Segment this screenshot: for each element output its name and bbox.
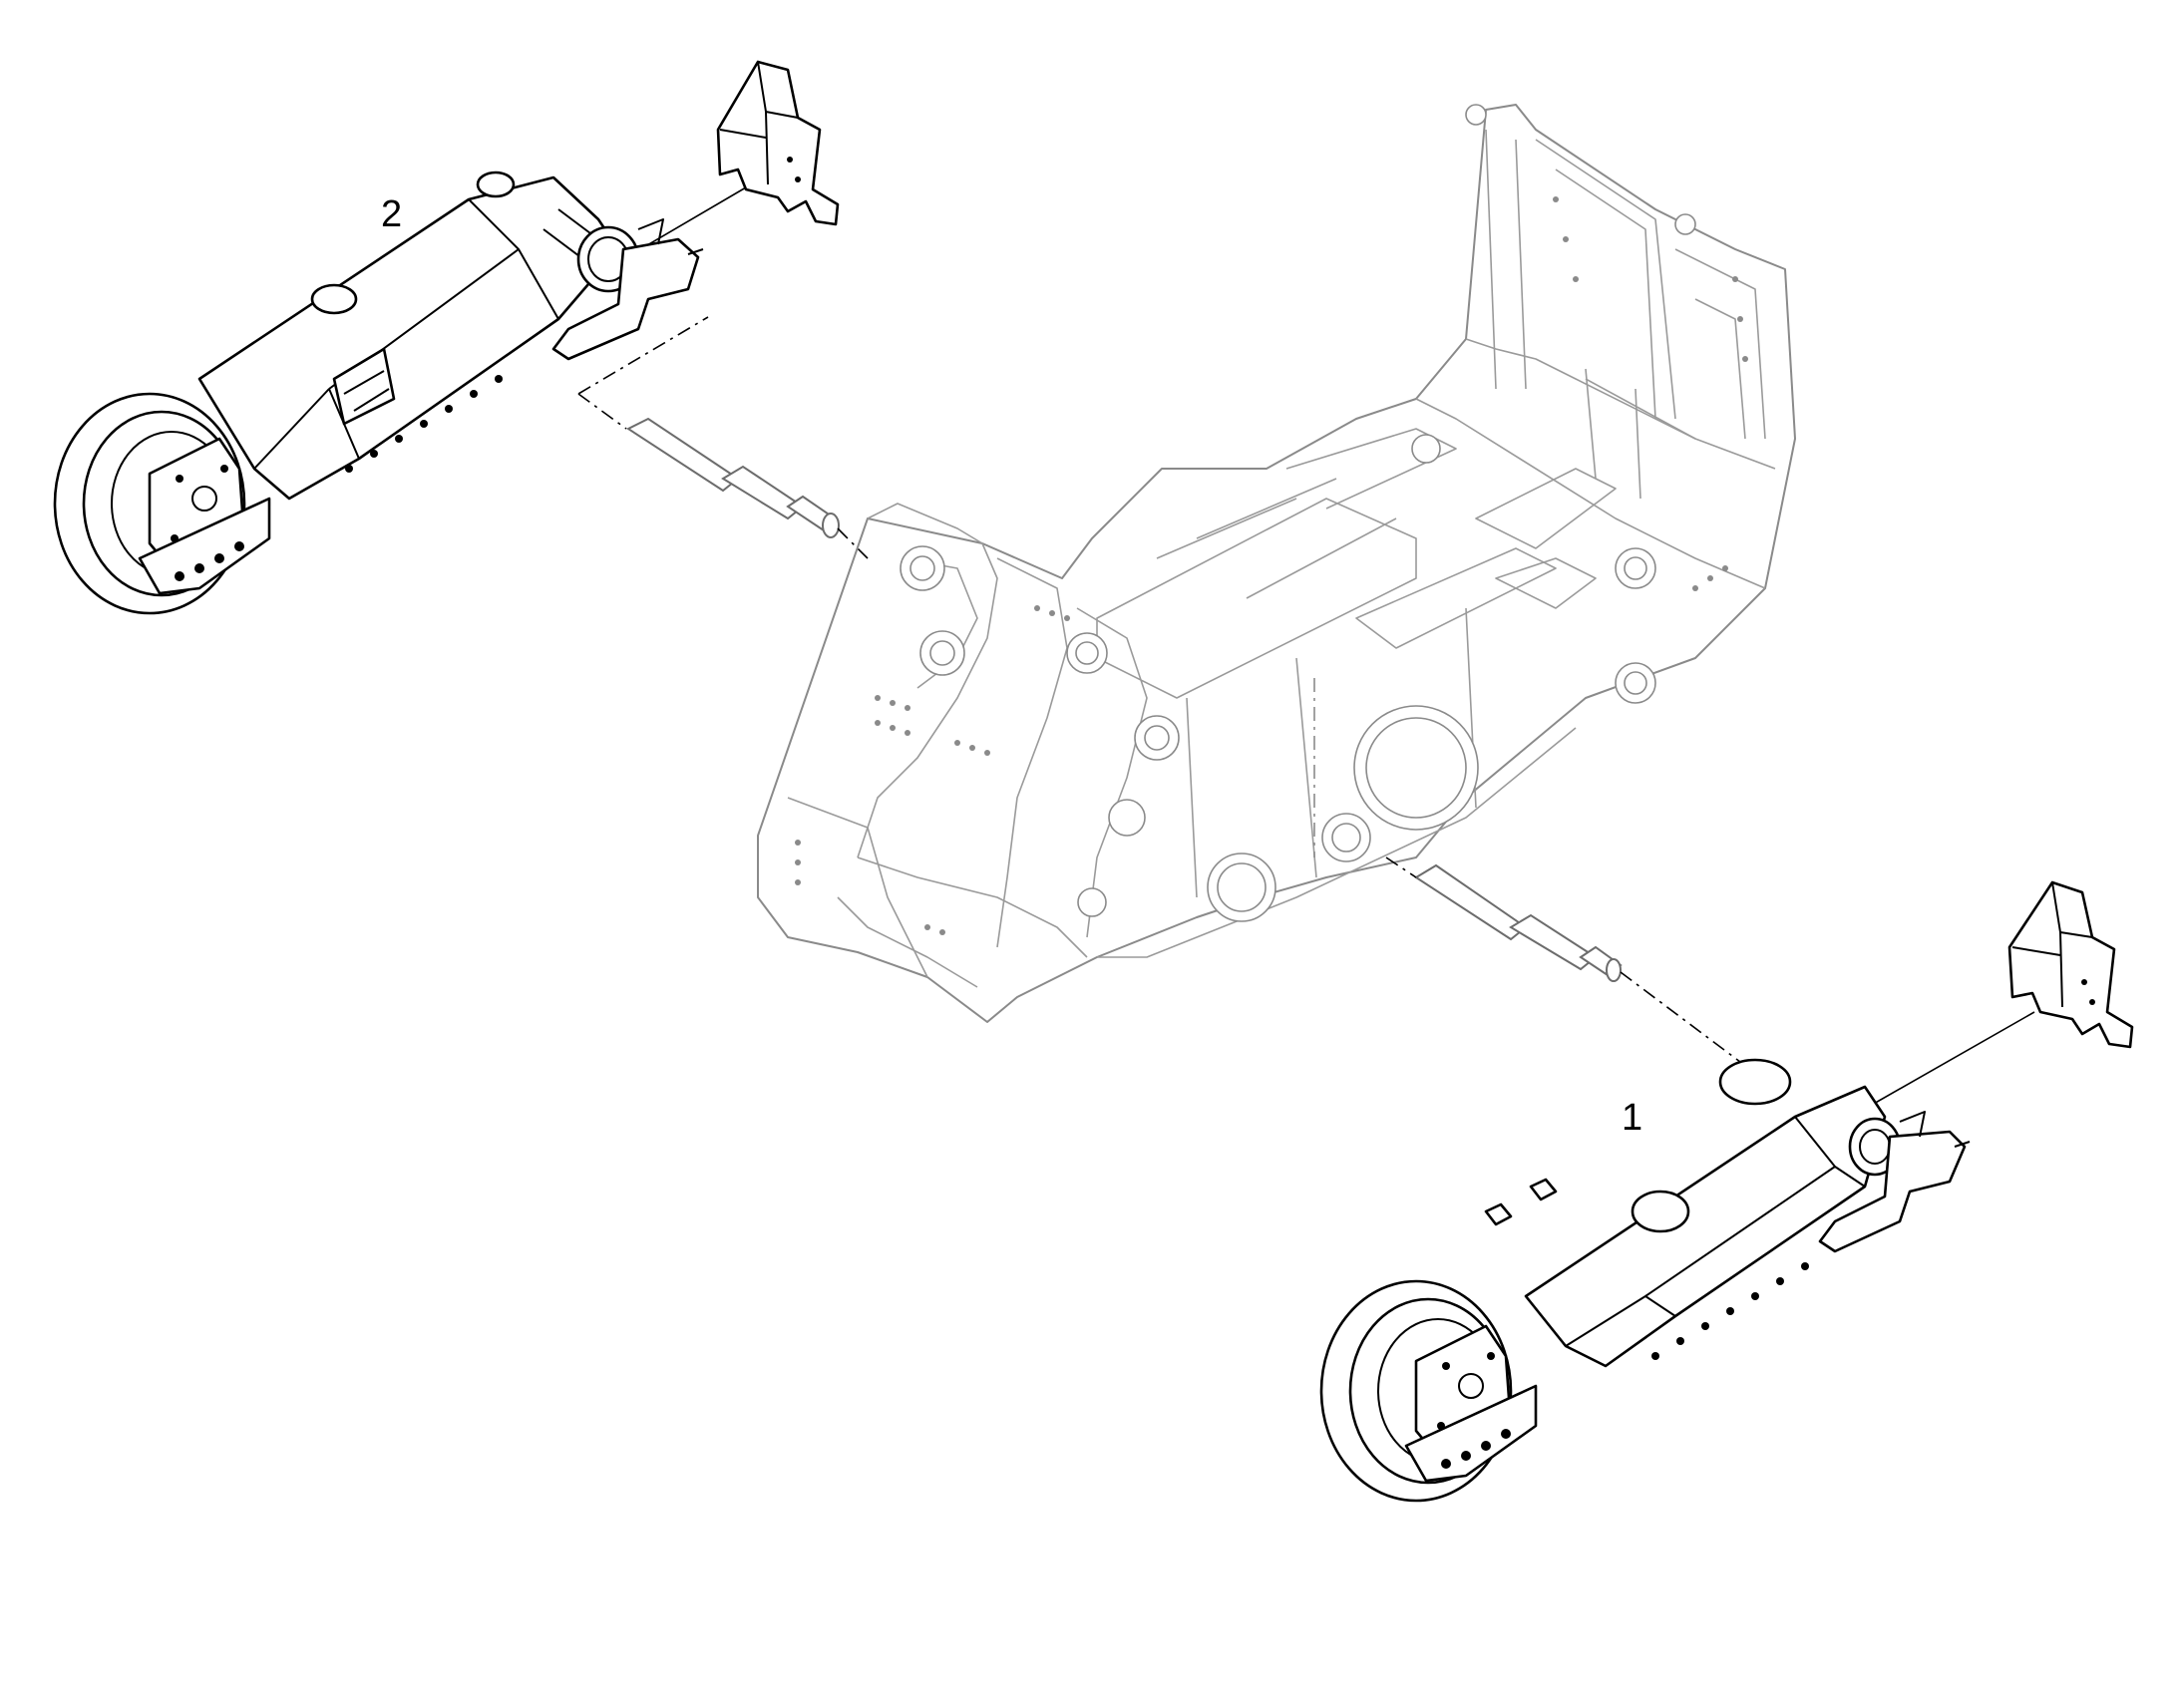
axle-lower: [1414, 863, 1623, 982]
leader-axle-upper-left: [577, 393, 627, 430]
leader-axle-lower-left: [1385, 856, 1417, 878]
leader-bracket-lower: [1864, 1011, 2035, 1110]
callout-label-1: 1: [1622, 1097, 1643, 1139]
track-frame-assembly-1: [1319, 1058, 1971, 1503]
callout-label-2: 2: [381, 193, 403, 235]
axle-upper: [625, 417, 840, 538]
leader-axle-lower-right: [1620, 971, 1741, 1063]
track-frame-assembly-2: [53, 171, 704, 615]
main-frame: [757, 104, 1796, 1023]
bracket-lower: [2007, 880, 2134, 1049]
leader-axle-upper-right: [837, 527, 869, 559]
bracket-upper: [716, 60, 840, 226]
leader-upper-to-assembly: [577, 316, 709, 395]
